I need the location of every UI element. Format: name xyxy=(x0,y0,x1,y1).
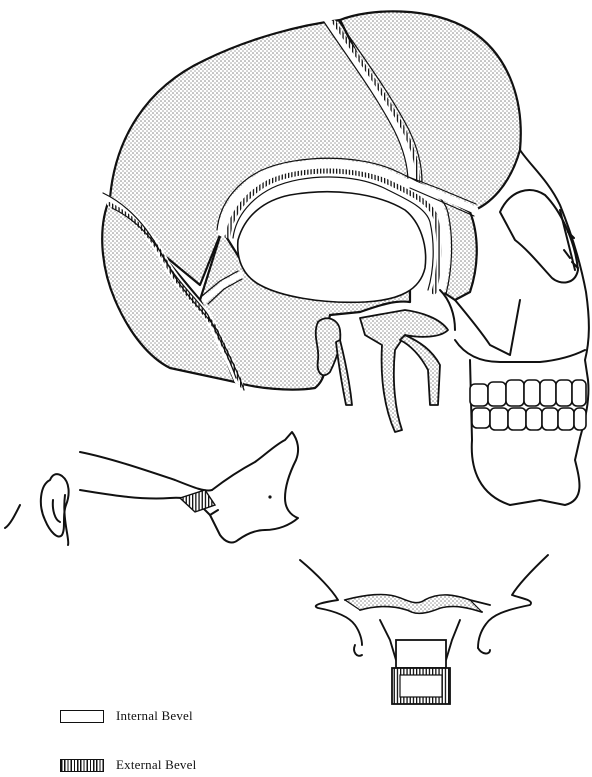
sella-bevel xyxy=(345,595,482,614)
legend-external-bevel: External Bevel xyxy=(60,757,196,773)
external-bevel-label: External Bevel xyxy=(116,757,196,773)
legend-internal-bevel: Internal Bevel xyxy=(60,708,193,724)
foramen-dot xyxy=(268,495,271,498)
external-bevel-swatch xyxy=(60,759,104,772)
hook-left xyxy=(354,645,362,656)
sphenoid-base xyxy=(400,335,440,405)
body-right xyxy=(446,620,460,660)
temporal-fossa xyxy=(238,192,426,303)
dorsum-block xyxy=(396,640,446,668)
body-left xyxy=(380,620,396,660)
skull-base xyxy=(316,310,448,432)
internal-bevel-label: Internal Bevel xyxy=(116,708,193,724)
maxilla xyxy=(455,340,585,362)
cranial-fragment-top xyxy=(80,452,212,491)
internal-bevel-swatch xyxy=(60,710,104,723)
isolated-temporal-bone xyxy=(5,432,298,545)
zygomatic-bevel-piece xyxy=(180,490,215,512)
wing-right xyxy=(478,555,548,648)
hook-right xyxy=(478,648,490,654)
clivus-inner xyxy=(400,675,442,697)
styloid-process xyxy=(336,340,352,405)
ear-inner xyxy=(53,500,60,522)
teeth xyxy=(470,380,586,430)
temporal-squama xyxy=(210,432,298,542)
zygomatic-arch xyxy=(455,300,520,355)
